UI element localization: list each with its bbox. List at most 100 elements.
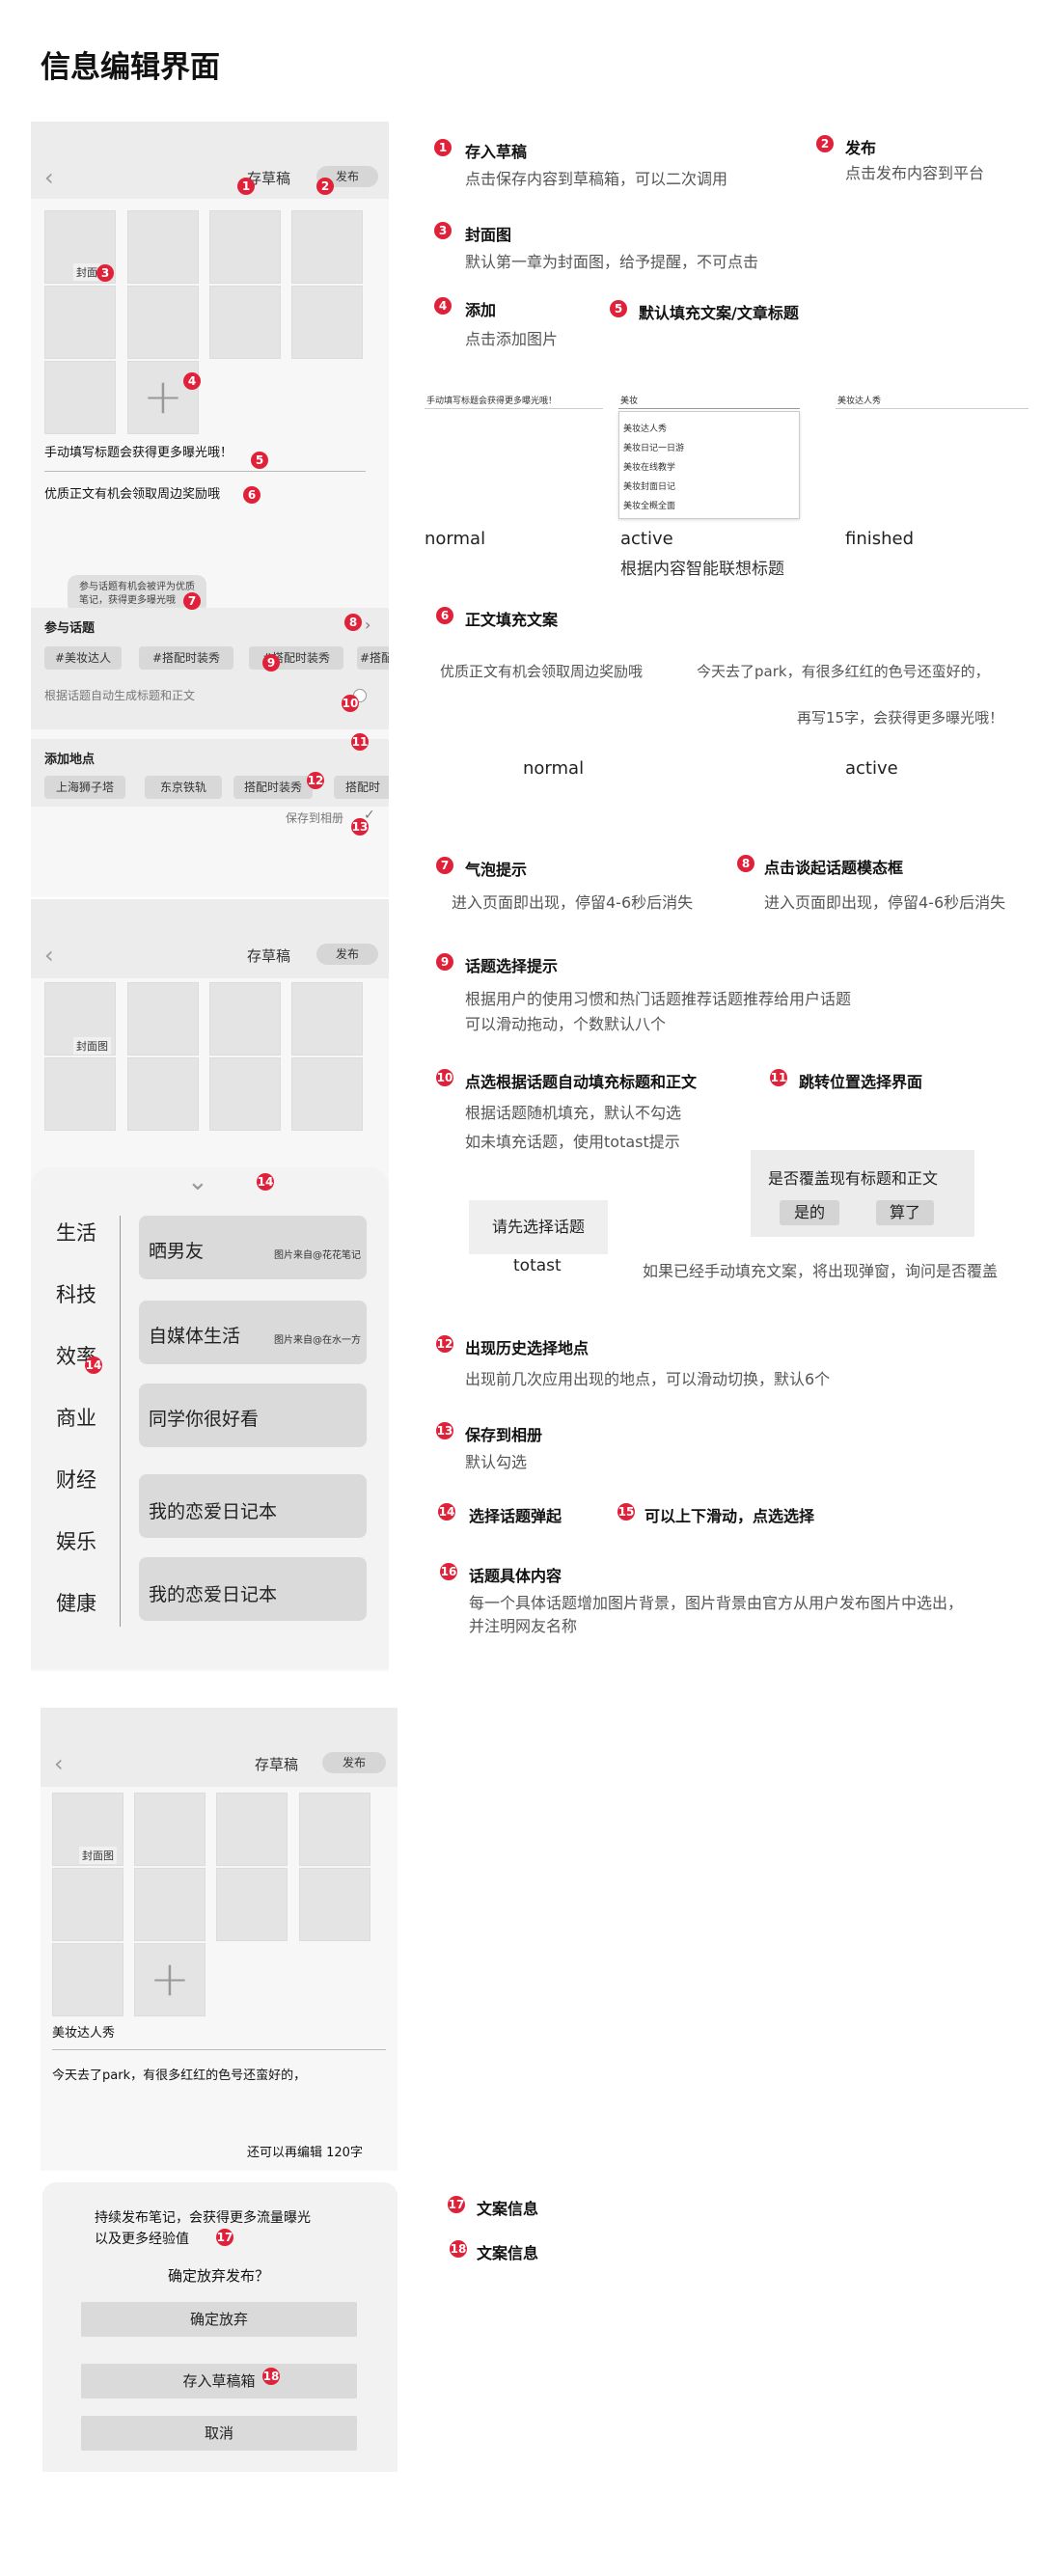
confirm-abandon-button[interactable]: 确定放弃 bbox=[81, 2302, 357, 2337]
image-thumb[interactable] bbox=[291, 1057, 363, 1131]
chevron-left-icon[interactable]: ‹ bbox=[54, 1750, 64, 1777]
badge-6: 6 bbox=[243, 486, 260, 504]
top-bar: ‹ 存草稿 发布 bbox=[31, 899, 389, 978]
image-thumb[interactable] bbox=[44, 361, 116, 434]
page-title: 信息编辑界面 bbox=[41, 50, 220, 85]
badge-9: 9 bbox=[436, 953, 453, 971]
draft-button[interactable]: 存草稿 bbox=[247, 947, 291, 965]
image-thumb[interactable] bbox=[52, 1868, 123, 1941]
topic-card[interactable]: 我的恋爱日记本 bbox=[139, 1474, 367, 1538]
image-thumb[interactable] bbox=[299, 1793, 370, 1866]
annotation-desc-16a: 每一个具体话题增加图片背景，图片背景由官方从用户发布图片中选出， bbox=[469, 1594, 964, 1612]
badge-17: 17 bbox=[448, 2196, 465, 2213]
title-input[interactable]: 美妆达人秀 bbox=[52, 2026, 116, 2041]
badge-5: 5 bbox=[610, 300, 627, 317]
image-thumb[interactable] bbox=[291, 210, 363, 284]
char-counter: 还可以再编辑 120字 bbox=[247, 2146, 363, 2160]
dialog-question: 确定放弃发布？ bbox=[168, 2267, 270, 2285]
image-thumb[interactable] bbox=[209, 982, 281, 1055]
image-thumb[interactable] bbox=[44, 286, 116, 359]
annotation-desc-3: 默认第一章为封面图，给予提醒，不可点击 bbox=[465, 253, 759, 271]
image-thumb[interactable] bbox=[44, 1057, 116, 1131]
suggestion-item[interactable]: 美妆日记一日游 bbox=[623, 444, 685, 453]
badge-14: 14 bbox=[257, 1173, 274, 1191]
chevron-left-icon[interactable]: ‹ bbox=[44, 942, 54, 969]
suggestion-item[interactable]: 美妆全概全面 bbox=[623, 502, 676, 511]
topic-card[interactable]: 晒男友 图片来自@花花笔记 bbox=[139, 1216, 367, 1279]
image-thumb[interactable] bbox=[127, 982, 199, 1055]
check-icon[interactable]: ✓ bbox=[364, 808, 375, 823]
cancel-button[interactable]: 取消 bbox=[81, 2416, 357, 2451]
smart-title-note: 根据内容智能联想标题 bbox=[620, 560, 784, 579]
location-section-title: 添加地点 bbox=[44, 753, 96, 767]
suggestion-item[interactable]: 美妆在线教学 bbox=[623, 463, 676, 473]
topic-card[interactable]: 同学你很好看 bbox=[139, 1384, 367, 1447]
badge-13: 13 bbox=[351, 818, 369, 836]
topic-name: 自媒体生活 bbox=[149, 1326, 241, 1347]
location-chip[interactable]: 东京铁轨 bbox=[145, 776, 222, 799]
suggestion-item[interactable]: 美妆达人秀 bbox=[623, 425, 668, 434]
badge-4: 4 bbox=[183, 372, 201, 390]
annotation-title-16: 话题具体内容 bbox=[469, 1567, 562, 1585]
draft-button[interactable]: 存草稿 bbox=[247, 170, 291, 187]
badge-3: 3 bbox=[434, 222, 452, 239]
topic-chip[interactable]: #美妆达人 bbox=[44, 646, 122, 670]
plus-icon: + bbox=[150, 1951, 190, 2007]
annotation-title-4: 添加 bbox=[465, 301, 497, 319]
chevron-down-icon[interactable]: ⌄ bbox=[187, 1167, 208, 1196]
location-chip[interactable]: 搭配时装秀 bbox=[233, 776, 313, 799]
badge-6: 6 bbox=[436, 607, 453, 624]
suggestion-item[interactable]: 美妆封面日记 bbox=[623, 482, 676, 492]
image-thumb[interactable] bbox=[127, 210, 199, 284]
image-thumb[interactable] bbox=[52, 1943, 123, 2016]
overwrite-yes-button[interactable]: 是的 bbox=[780, 1200, 839, 1225]
topic-section: 参与话题 › #美妆达人 #搭配时装秀 #搭配时装秀 #搭配 根据话题自动生成标… bbox=[31, 608, 389, 729]
image-thumb[interactable] bbox=[127, 1057, 199, 1131]
publish-button[interactable]: 发布 bbox=[316, 944, 378, 965]
location-chip[interactable]: 搭配时 bbox=[334, 776, 389, 799]
add-image-button[interactable]: + bbox=[134, 1943, 206, 2016]
annotation-title-18: 文案信息 bbox=[477, 2244, 539, 2262]
body-input[interactable]: 优质正文有机会领取周边奖励哦 bbox=[44, 487, 221, 502]
category-item[interactable]: 商业 bbox=[56, 1407, 96, 1430]
plus-icon: + bbox=[143, 369, 183, 425]
title-normal-line bbox=[425, 408, 603, 409]
image-thumb[interactable] bbox=[127, 286, 199, 359]
title-normal-text: 手动填写标题会获得更多曝光哦！ bbox=[426, 397, 558, 406]
category-item[interactable]: 财经 bbox=[56, 1468, 96, 1492]
chevron-right-icon[interactable]: › bbox=[365, 616, 371, 634]
topic-name: 同学你很好看 bbox=[149, 1409, 260, 1430]
topic-card[interactable]: 我的恋爱日记本 bbox=[139, 1557, 367, 1621]
save-draft-button[interactable]: 存入草稿箱 bbox=[81, 2364, 357, 2398]
category-item[interactable]: 娱乐 bbox=[56, 1530, 96, 1553]
location-chip[interactable]: 上海狮子塔 bbox=[44, 776, 125, 799]
category-item[interactable]: 健康 bbox=[56, 1592, 96, 1615]
tip-bubble: 参与话题有机会被评为优质笔记，获得更多曝光哦 bbox=[68, 575, 206, 614]
image-thumb[interactable] bbox=[299, 1868, 370, 1941]
topic-card[interactable]: 自媒体生活 图片来自@在水一方 bbox=[139, 1301, 367, 1364]
chevron-left-icon[interactable]: ‹ bbox=[44, 164, 54, 191]
badge-15-marker: 14 bbox=[85, 1357, 102, 1374]
image-thumb[interactable] bbox=[134, 1793, 206, 1866]
body-input[interactable]: 今天去了park，有很多红红的色号还蛮好的， bbox=[52, 2069, 307, 2083]
annotation-desc-12: 出现前几次应用出现的地点，可以滑动切换，默认6个 bbox=[465, 1370, 831, 1388]
image-thumb[interactable] bbox=[216, 1793, 288, 1866]
image-thumb[interactable] bbox=[291, 286, 363, 359]
topic-chip[interactable]: #搭配 bbox=[357, 646, 389, 670]
publish-button[interactable]: 发布 bbox=[322, 1752, 386, 1773]
image-thumb[interactable] bbox=[134, 1868, 206, 1941]
top-bar: ‹ 存草稿 发布 bbox=[31, 122, 389, 199]
image-thumb[interactable] bbox=[291, 982, 363, 1055]
draft-button[interactable]: 存草稿 bbox=[255, 1756, 299, 1773]
image-thumb[interactable] bbox=[209, 1057, 281, 1131]
image-thumb[interactable] bbox=[216, 1868, 288, 1941]
image-thumb[interactable] bbox=[209, 210, 281, 284]
badge-11: 11 bbox=[351, 733, 369, 751]
add-image-button[interactable]: + bbox=[127, 361, 199, 434]
category-item[interactable]: 生活 bbox=[56, 1221, 96, 1245]
topic-chip[interactable]: #搭配时装秀 bbox=[139, 646, 233, 670]
category-item[interactable]: 科技 bbox=[56, 1283, 96, 1306]
image-thumb[interactable] bbox=[209, 286, 281, 359]
overwrite-no-button[interactable]: 算了 bbox=[876, 1200, 934, 1225]
title-input[interactable]: 手动填写标题会获得更多曝光哦！ bbox=[44, 446, 233, 460]
